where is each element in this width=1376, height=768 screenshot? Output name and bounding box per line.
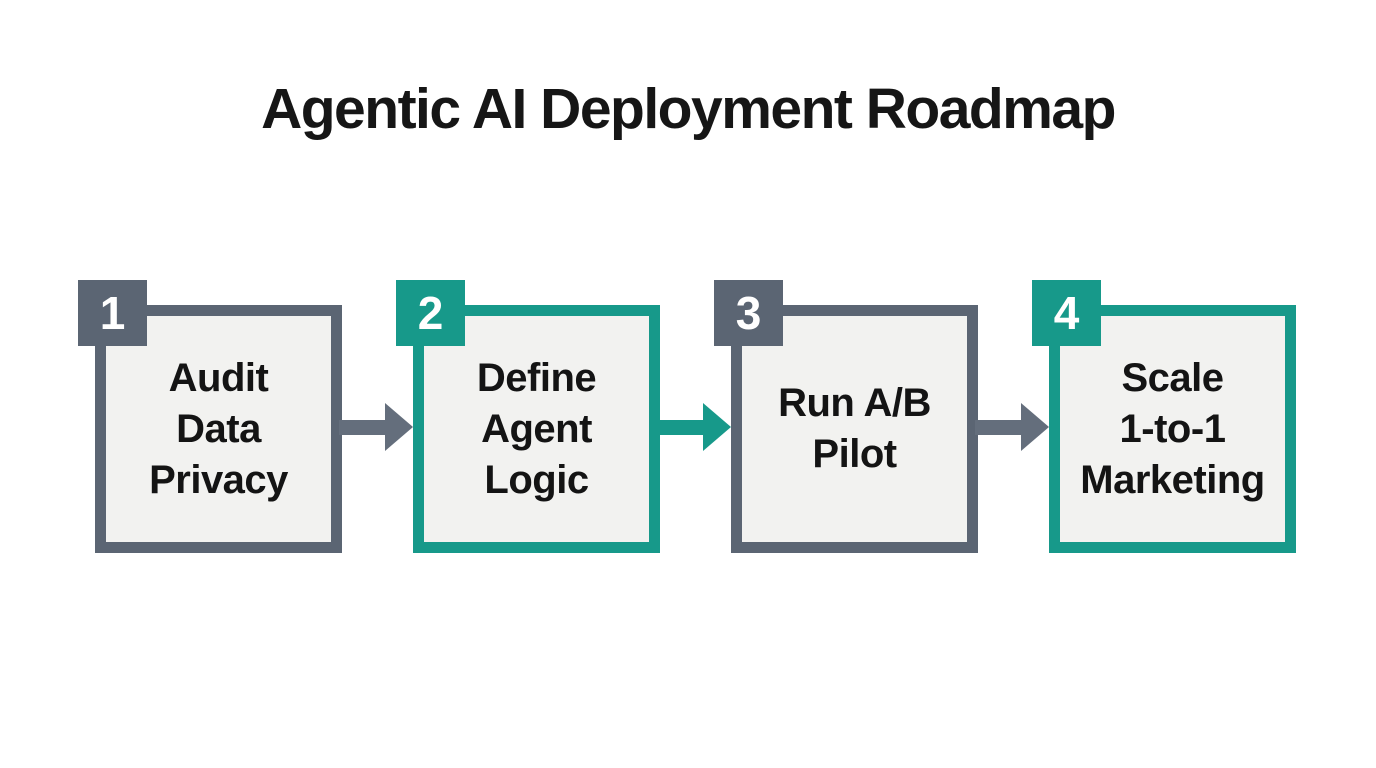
arrow-head-icon <box>703 403 731 451</box>
page-title: Agentic AI Deployment Roadmap <box>261 77 1116 141</box>
step-2-box: 2 Define Agent Logic <box>396 280 660 553</box>
step-1-number-badge: 1 <box>78 280 147 346</box>
step-2-label-line: Define <box>476 355 597 400</box>
step-1-label-line: Privacy <box>149 457 288 502</box>
step-4-label-line: 1-to-1 <box>1119 406 1226 451</box>
step-3-label-line: Pilot <box>812 432 897 476</box>
arrow-head-icon <box>385 403 413 451</box>
step-2-label: Define Agent Logic <box>476 353 597 506</box>
step-4-label-line: Scale <box>1121 355 1224 400</box>
step-2-label-line: Agent <box>481 406 592 451</box>
arrow-step1-to-step2 <box>339 403 413 451</box>
arrow-shaft <box>657 419 703 435</box>
step-4-box: 4 Scale 1-to-1 Marketing <box>1032 280 1296 553</box>
arrow-shaft <box>975 419 1021 435</box>
arrow-step3-to-step4 <box>975 403 1049 451</box>
step-3-box: 3 Run A/B Pilot <box>714 280 978 553</box>
arrow-shaft <box>339 419 385 435</box>
step-3-number-badge: 3 <box>714 280 783 346</box>
step-1-box: 1 Audit Data Privacy <box>78 280 342 553</box>
step-4-number-badge: 4 <box>1032 280 1101 346</box>
arrow-step2-to-step3 <box>657 403 731 451</box>
step-4-label-line: Marketing <box>1080 457 1265 502</box>
step-1-label-line: Data <box>176 406 261 451</box>
step-3-label-line: Run A/B <box>778 381 931 425</box>
arrow-head-icon <box>1021 403 1049 451</box>
step-3-label: Run A/B Pilot <box>778 378 931 480</box>
step-4-label: Scale 1-to-1 Marketing <box>1080 353 1265 506</box>
step-1-label: Audit Data Privacy <box>149 353 288 506</box>
step-2-number-badge: 2 <box>396 280 465 346</box>
step-2-label-line: Logic <box>484 457 589 502</box>
step-1-label-line: Audit <box>168 355 269 400</box>
